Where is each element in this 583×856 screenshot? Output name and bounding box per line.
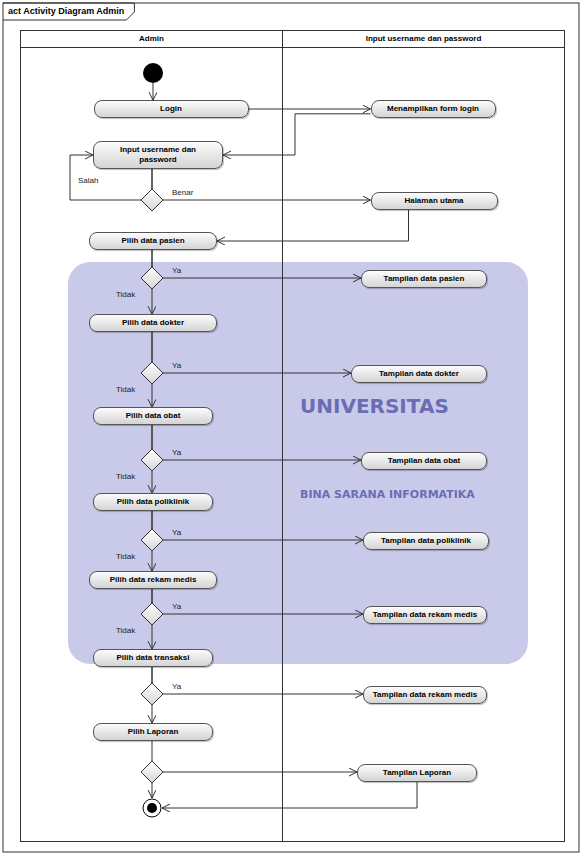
guard-label: Tidak [116, 626, 135, 635]
control-flow [217, 210, 409, 241]
decision-diamond [141, 362, 163, 384]
guard-label: Ya [172, 528, 181, 537]
action-box: Pilih Laporan [93, 723, 213, 741]
action-box: Tampilan data rekam medis [363, 606, 487, 624]
watermark-panel [68, 262, 528, 664]
action-label: Pilih data poliklinik [101, 497, 205, 507]
action-label: Tampilan data dokter [359, 369, 479, 379]
control-flow [249, 109, 371, 110]
guard-label: Ya [172, 361, 181, 370]
decision-diamond [141, 603, 163, 625]
guard-label: Tidak [116, 385, 135, 394]
guard-label: Ya [172, 602, 181, 611]
control-flow [152, 169, 371, 200]
action-box: Tampilan data pasien [361, 270, 487, 288]
start-flow [153, 83, 154, 100]
action-label: Tampilan data rekam medis [371, 690, 479, 700]
swimlane: Input username dan passwordMenampilkan f… [282, 30, 565, 842]
swimlane: AdminLoginInput username dan passwordPil… [20, 30, 283, 842]
watermark-text: UNIVERSITAS [300, 394, 449, 418]
initial-node [143, 63, 163, 83]
end-flow [162, 782, 417, 808]
control-flow [152, 250, 361, 278]
action-label: Pilih Laporan [101, 727, 205, 737]
control-flow [152, 741, 357, 772]
frame-title: act Activity Diagram Admin [8, 6, 124, 16]
guard-label: Tidak [116, 472, 135, 481]
guard-label: Tidak [116, 552, 135, 561]
action-box: Pilih data dokter [89, 314, 217, 332]
action-label: Halaman utama [379, 196, 490, 206]
guard-label: Ya [172, 266, 181, 275]
action-label: Login [102, 104, 241, 114]
action-box: Tampilan data poliklinik [363, 532, 489, 550]
action-box: Input username dan password [93, 141, 223, 168]
decision-diamond [141, 683, 163, 705]
decision-diamond [141, 449, 163, 471]
action-box: Tampilan Laporan [357, 764, 477, 782]
action-label: Tampilan data obat [369, 456, 479, 466]
action-label: Tampilan data pasien [369, 274, 479, 284]
control-flow [152, 589, 363, 614]
action-box: Halaman utama [371, 192, 498, 210]
action-box: Tampilan data rekam medis [363, 686, 487, 704]
action-box: Pilih data pasien [89, 232, 217, 250]
decision-diamond [141, 267, 163, 289]
action-box: Pilih data poliklinik [93, 493, 213, 511]
guard-label: Salah [78, 176, 98, 185]
action-box: Pilih data rekam medis [89, 571, 217, 589]
action-box: Tampilan data obat [361, 452, 487, 470]
control-flow [223, 114, 371, 155]
action-box: Menampilkan form login [371, 100, 496, 118]
control-flow [152, 511, 363, 540]
decision-diamond [141, 761, 163, 783]
action-label: Menampilkan form login [379, 104, 488, 114]
action-label: Pilih data transaksi [101, 653, 205, 663]
guard-label: Tidak [116, 290, 135, 299]
action-label: Input username dan password [101, 145, 215, 164]
action-label: Tampilan Laporan [365, 768, 469, 778]
swimlane-title: Admin [21, 31, 282, 48]
guard-label: Ya [172, 682, 181, 691]
decision-diamond [141, 529, 163, 551]
control-flow [152, 425, 361, 460]
watermark-text: BINA SARANA INFORMATIKA [300, 488, 475, 501]
guard-label: Benar [172, 188, 193, 197]
final-node-dot [147, 803, 157, 813]
action-label: Tampilan data rekam medis [371, 610, 479, 620]
action-label: Pilih data rekam medis [97, 575, 209, 585]
diagram-frame [3, 3, 579, 852]
control-flow [152, 667, 363, 694]
control-flow [152, 332, 351, 373]
action-label: Pilih data dokter [97, 318, 209, 328]
action-box: Pilih data obat [93, 407, 213, 425]
action-box: Login [94, 100, 249, 118]
action-label: Pilih data obat [101, 411, 205, 421]
decision-diamond [141, 189, 163, 211]
final-node-ring [143, 799, 161, 817]
guard-label: Ya [172, 448, 181, 457]
action-box: Pilih data transaksi [93, 649, 213, 667]
frame-tab [3, 3, 134, 20]
end-flow [152, 783, 153, 798]
action-label: Pilih data pasien [97, 236, 209, 246]
action-label: Tampilan data poliklinik [371, 536, 481, 546]
action-box: Tampilan data dokter [351, 365, 487, 383]
swimlane-title: Input username dan password [283, 31, 564, 48]
